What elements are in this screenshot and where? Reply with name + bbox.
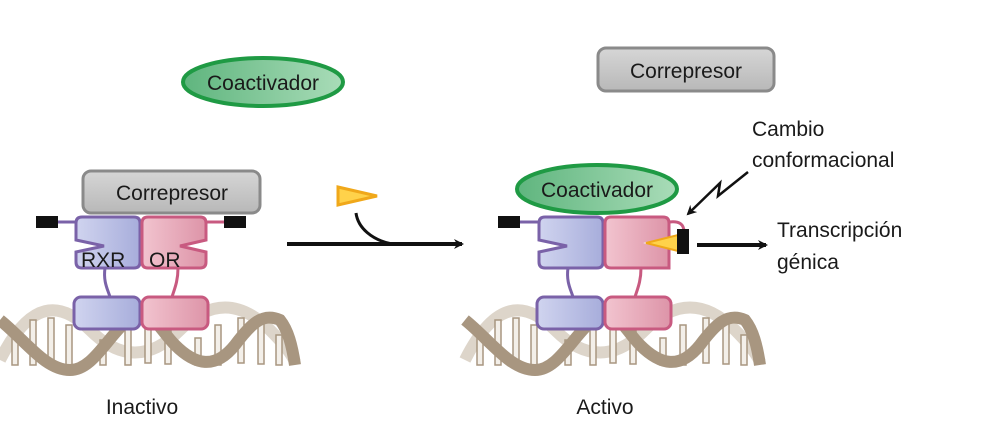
or-af2-block bbox=[224, 216, 246, 228]
or-ligand-binding-domain-active bbox=[603, 215, 671, 270]
corepressor-free: Correpresor bbox=[596, 46, 776, 93]
coactivator-bound: Coactivador bbox=[515, 163, 679, 215]
rxr-af2-block bbox=[36, 216, 58, 228]
conformational-change-arrow bbox=[686, 171, 749, 216]
ligand-triangle-icon bbox=[336, 185, 378, 207]
rxr-dna-binding-domain bbox=[72, 295, 142, 331]
or-dna-binding-domain-active bbox=[603, 295, 673, 331]
active-complex: Correpresor Coactivador Cambio conformac… bbox=[465, 46, 902, 419]
corepressor-free-label: Correpresor bbox=[630, 60, 742, 83]
corepressor-label: Correpresor bbox=[116, 182, 228, 205]
transcription-label-1: Transcripción bbox=[777, 219, 902, 242]
or-dna-binding-domain bbox=[140, 295, 210, 331]
or-label: OR bbox=[149, 249, 181, 272]
coactivator-bound-label: Coactivador bbox=[541, 179, 653, 202]
transcription-label-2: génica bbox=[777, 251, 839, 274]
or-af2-block-folded bbox=[677, 229, 689, 254]
or-ligand-binding-domain bbox=[140, 215, 208, 270]
rxr-ligand-binding-domain bbox=[74, 215, 142, 270]
coactivator-label: Coactivador bbox=[207, 72, 319, 95]
coactivator-free: Coactivador bbox=[181, 56, 345, 108]
ligand-binding-transition bbox=[287, 185, 464, 249]
rxr-ligand-binding-domain-active bbox=[537, 215, 605, 270]
rxr-label: RXR bbox=[81, 249, 125, 272]
conformational-change-label-1: Cambio bbox=[752, 118, 824, 141]
inactive-complex: Coactivador RXR OR Correpresor Inactivo bbox=[0, 56, 345, 419]
corepressor-bound: Correpresor bbox=[81, 169, 262, 215]
rxr-dna-binding-domain-active bbox=[535, 295, 605, 331]
inactive-label: Inactivo bbox=[106, 396, 178, 419]
conformational-change-label-2: conformacional bbox=[752, 149, 894, 172]
rxr-af2-block-active bbox=[498, 216, 520, 228]
active-label: Activo bbox=[576, 396, 633, 419]
